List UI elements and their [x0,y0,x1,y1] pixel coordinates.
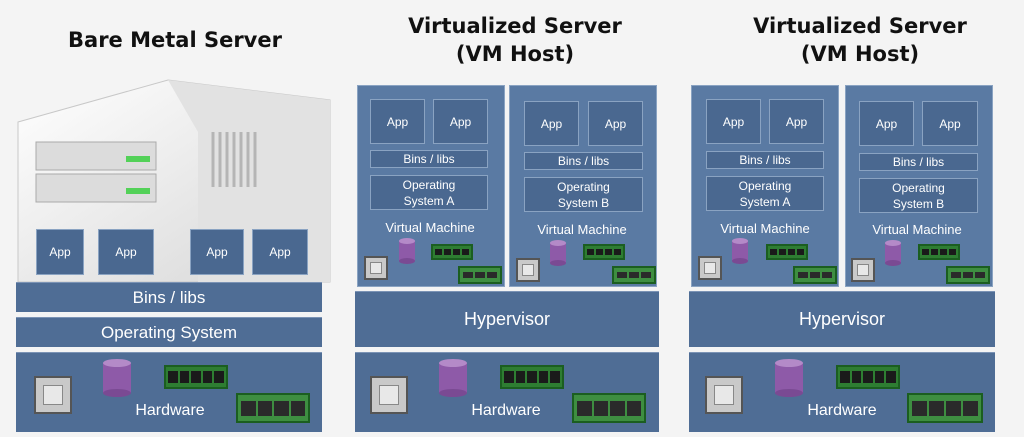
disk-icon [439,359,467,397]
disk-icon [732,238,748,264]
operating-system-box: Operating System B [859,178,978,213]
cpu-icon [364,256,388,280]
virtual-machine-label: Virtual Machine [385,220,475,235]
ram-icon [766,244,808,260]
bins-libs-box: Bins / libs [859,153,978,171]
virtual-machine-label: Virtual Machine [872,222,962,237]
cpu-icon [851,258,875,282]
cpu-icon [516,258,540,282]
disk-icon [775,359,803,397]
virtualized-server-title: Virtualized Server (VM Host) [753,14,967,66]
bins-libs-box: Bins / libs [370,150,488,168]
ram-icon [500,365,564,389]
operating-system-layer: Operating System [16,317,322,347]
app-box: App [769,99,824,144]
gpu-icon [907,393,983,423]
app-box: App [706,99,761,144]
gpu-icon [572,393,646,423]
hypervisor-layer: Hypervisor [689,291,995,347]
cpu-icon [705,376,743,414]
app-box: App [98,229,154,275]
operating-system-box: Operating System A [706,176,824,211]
app-box: App [252,229,308,275]
disk-icon [103,359,131,397]
cpu-icon [34,376,72,414]
cpu-icon [370,376,408,414]
gpu-icon [793,266,837,284]
os-line-2: System A [403,193,455,208]
hypervisor-layer: Hypervisor [355,291,659,347]
ram-icon [431,244,473,260]
bins-libs-layer: Bins / libs [16,282,322,312]
virtual-machine-label: Virtual Machine [720,221,810,236]
os-line-1: Operating [738,178,792,193]
os-line-1: Operating [557,179,610,194]
bins-libs-box: Bins / libs [706,151,824,169]
gpu-icon [236,393,310,423]
app-box: App [433,99,488,144]
hardware-label: Hardware [807,402,877,419]
app-box: App [922,101,978,146]
operating-system-box: Operating System B [524,177,643,212]
gpu-icon [458,266,502,284]
app-box: App [190,229,244,275]
disk-icon [399,238,415,264]
operating-system-box: Operating System A [370,175,488,210]
virtualized-server-title: Virtualized Server (VM Host) [408,14,622,66]
gpu-icon [612,266,656,284]
os-line-2: System B [557,195,610,210]
disk-icon [550,240,566,266]
ram-icon [164,365,228,389]
app-box: App [524,101,579,146]
ram-icon [836,365,900,389]
os-line-2: System B [892,196,945,211]
hardware-label: Hardware [135,402,205,419]
hardware-label: Hardware [471,402,541,419]
disk-icon [885,240,901,266]
cpu-icon [698,256,722,280]
os-line-1: Operating [402,177,456,192]
bins-libs-box: Bins / libs [524,152,643,170]
ram-icon [918,244,960,260]
app-box: App [36,229,84,275]
virtual-machine-label: Virtual Machine [537,222,627,237]
bare-metal-title: Bare Metal Server [68,28,282,52]
gpu-icon [946,266,990,284]
os-line-2: System A [739,194,791,209]
app-box: App [859,101,914,146]
app-box: App [588,101,643,146]
ram-icon [583,244,625,260]
app-box: App [370,99,425,144]
os-line-1: Operating [892,180,945,195]
